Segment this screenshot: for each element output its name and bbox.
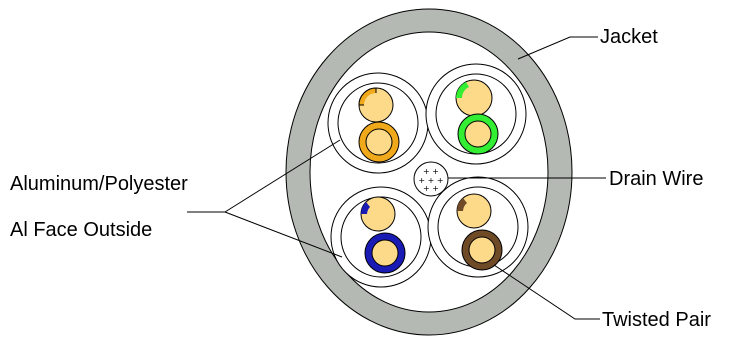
drain-wire-label: Drain Wire (609, 168, 703, 190)
brown-conductor (468, 236, 496, 264)
orange-pair (358, 87, 400, 163)
orange-conductor-top (364, 93, 388, 117)
blue-conductor (371, 239, 399, 267)
green-stripe (456, 82, 469, 98)
twisted-pair-leader (493, 264, 600, 320)
drain-wire-strands-2: + + (423, 167, 439, 176)
shield-leader-lower (224, 211, 343, 258)
drain-wire: + + + + + + + (413, 161, 449, 197)
shield-label-line2: Al Face Outside (10, 219, 152, 241)
brown-pair (456, 193, 503, 271)
drain-wire-body (413, 161, 449, 197)
jacket-label: Jacket (600, 26, 658, 48)
shield-leader-upper (224, 139, 341, 213)
brown-stripe (456, 198, 467, 211)
orange-conductor (365, 128, 393, 156)
green-conductor (464, 120, 492, 148)
blue-pair (360, 196, 406, 274)
shield-label-line1: Aluminum/Polyester (10, 173, 188, 195)
jacket-leader (517, 36, 598, 60)
blue-stripe (361, 202, 370, 214)
drain-wire-strands-3: + + (423, 184, 439, 193)
drain-wire-strands: + + + (418, 176, 443, 185)
twisted-pair-label: Twisted Pair (602, 309, 711, 331)
green-pair (455, 79, 499, 155)
